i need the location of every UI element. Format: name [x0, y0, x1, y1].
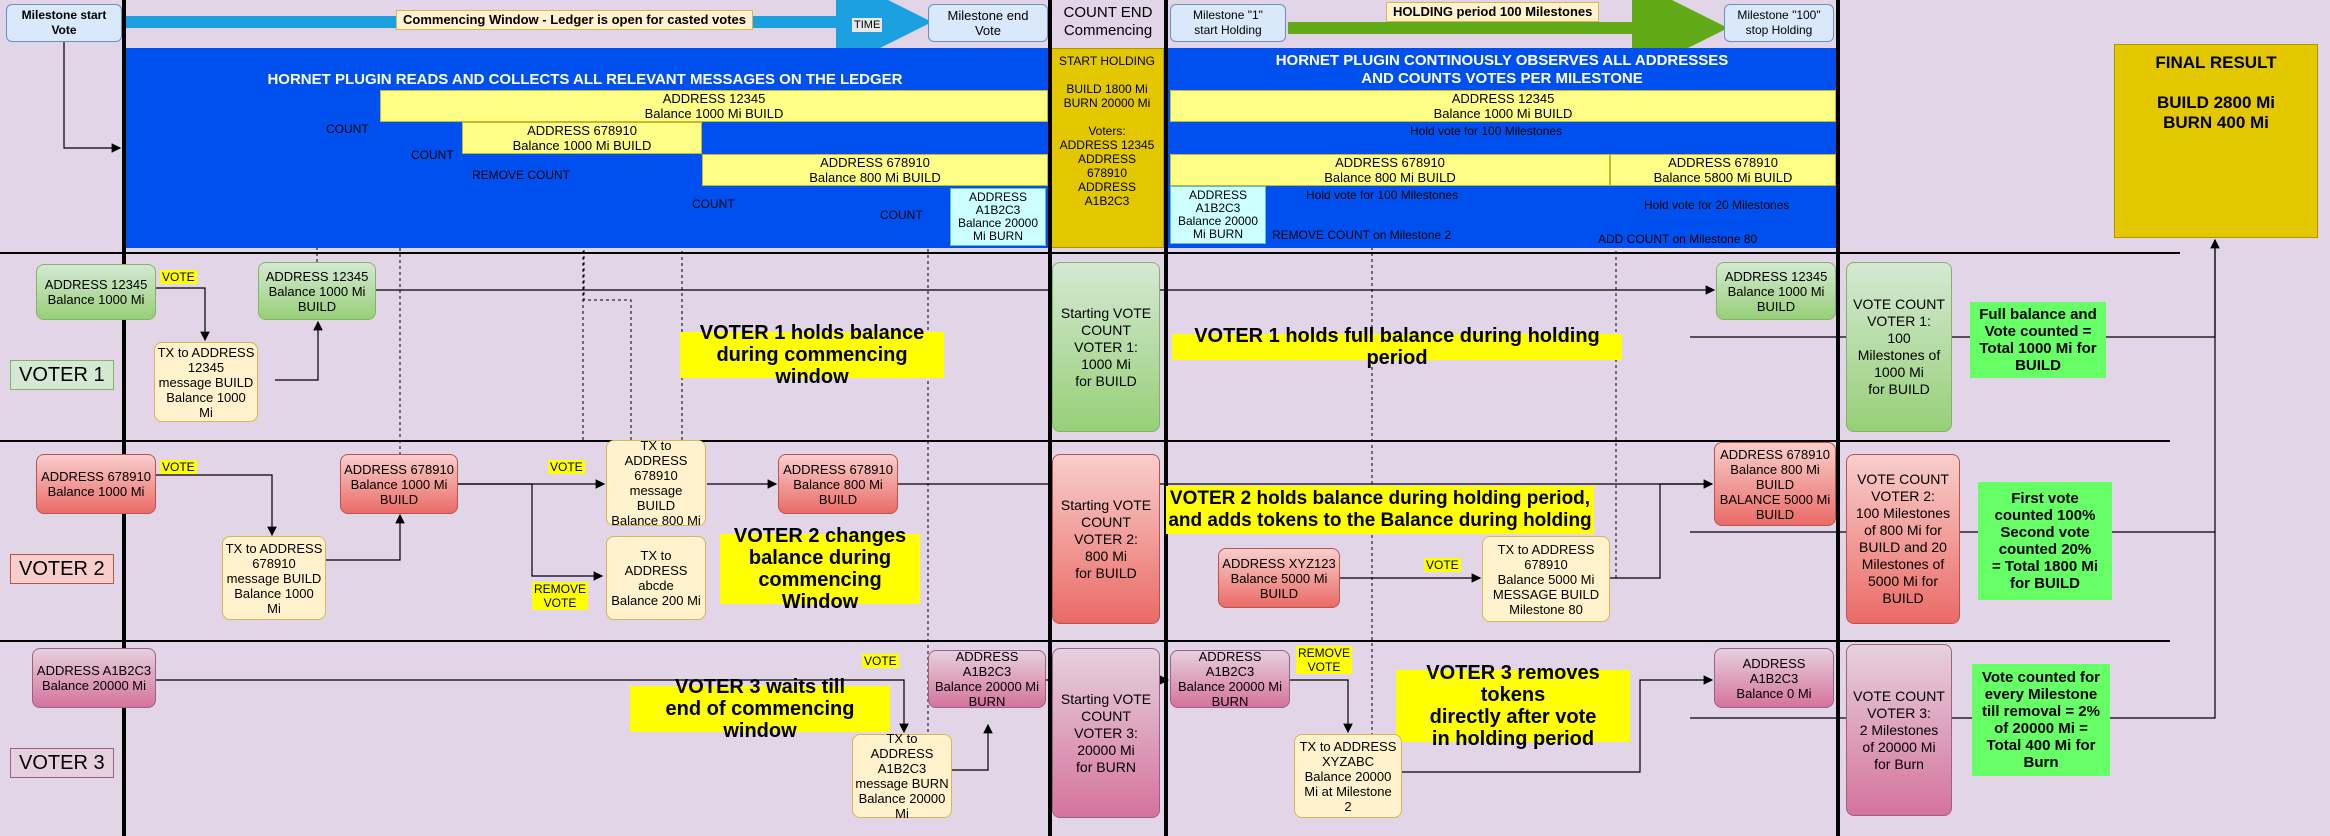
row-divider-2: [0, 440, 2170, 442]
voter2-address-800: ADDRESS 678910 Balance 800 Mi BUILD: [778, 454, 898, 514]
milestone-1-box: Milestone "1" start Holding: [1170, 4, 1286, 42]
remove-count-label: REMOVE COUNT: [472, 168, 571, 182]
milestone-start-box: Milestone start Vote: [6, 4, 122, 42]
milestone-start-line: [122, 0, 126, 836]
count-label-4: COUNT: [880, 208, 923, 222]
holding-address-678910-a: ADDRESS 678910 Balance 800 Mi BUILD: [1170, 154, 1610, 186]
voter1-result: Full balance and Vote counted = Total 10…: [1970, 302, 2106, 378]
count-label-2: COUNT: [411, 148, 454, 162]
voter1-start-count: Starting VOTE COUNT VOTER 1: 1000 Mi for…: [1052, 262, 1160, 432]
voter3-vote-count: VOTE COUNT VOTER 3: 2 Milestones of 2000…: [1846, 644, 1952, 816]
milestone-end-box: Milestone end Vote: [928, 4, 1048, 42]
start-holding-text: START HOLDING BUILD 1800 Mi BURN 20000 M…: [1058, 54, 1156, 208]
voter1-tx: TX to ADDRESS 12345 message BUILD Balanc…: [154, 342, 258, 422]
time-label: TIME: [852, 18, 883, 32]
ledger-address-678910-b: ADDRESS 678910 Balance 800 Mi BUILD: [702, 154, 1048, 186]
voter2-tx-abcde: TX to ADDRESS abcde Balance 200 Mi: [606, 536, 706, 620]
voter2-vote-tag-3: VOTE: [1424, 558, 1461, 572]
count-label-1: COUNT: [326, 122, 369, 136]
voter1-address: ADDRESS 12345 Balance 1000 Mi: [36, 264, 156, 320]
add-count-m80-label: ADD COUNT on Milestone 80: [1598, 232, 1758, 246]
voter-3-label: VOTER 3: [10, 748, 114, 778]
holding-address-a1b2c3: ADDRESS A1B2C3 Balance 20000 Mi BURN: [1170, 186, 1266, 244]
holding-address-12345: ADDRESS 12345 Balance 1000 Mi BUILD: [1170, 90, 1836, 122]
holding-address-678910-b: ADDRESS 678910 Balance 5800 Mi BUILD: [1610, 154, 1836, 186]
ledger-address-678910-a: ADDRESS 678910 Balance 1000 Mi BUILD: [462, 122, 702, 154]
voter2-remove-vote-tag: REMOVE VOTE: [532, 582, 589, 610]
voter3-address-burn: ADDRESS A1B2C3 Balance 20000 Mi BURN: [928, 649, 1046, 709]
holding-period-label: HOLDING period 100 Milestones: [1386, 2, 1600, 22]
ledger-area-right: [1166, 48, 1838, 248]
milestone-100-line: [1836, 0, 1840, 836]
voter2-address-end: ADDRESS 678910 Balance 800 Mi BUILD BALA…: [1714, 442, 1836, 526]
voter2-vote-tag-2: VOTE: [548, 460, 585, 474]
voter3-tx-xyzabc: TX to ADDRESS XYZABC Balance 20000 Mi at…: [1294, 734, 1402, 818]
final-result-box: FINAL RESULT BUILD 2800 Mi BURN 400 Mi: [2114, 44, 2318, 238]
milestone-100-box: Milestone "100" stop Holding: [1724, 4, 1834, 42]
row-divider-1: [0, 252, 2180, 254]
voter2-holding-note: VOTER 2 holds balance during holding per…: [1166, 486, 1594, 534]
voter2-vote-count: VOTE COUNT VOTER 2: 100 Milestones of 80…: [1846, 454, 1960, 624]
voter3-address-holding: ADDRESS A1B2C3 Balance 20000 Mi BURN: [1170, 649, 1290, 709]
voter2-tx-5000: TX to ADDRESS 678910 Balance 5000 Mi MES…: [1482, 536, 1610, 622]
voter2-tx: TX to ADDRESS 678910 message BUILD Balan…: [222, 536, 326, 620]
voter3-remove-vote-tag: REMOVE VOTE: [1296, 646, 1353, 674]
voter2-commencing-note: VOTER 2 changes balance during commencin…: [720, 525, 920, 613]
hold-20-label: Hold vote for 20 Milestones: [1644, 198, 1790, 212]
start-holding-panel: [1050, 48, 1164, 248]
voter3-holding-note: VOTER 3 removes tokens directly after vo…: [1396, 662, 1630, 750]
row-divider-3: [0, 640, 2170, 642]
ledger-title-left: HORNET PLUGIN READS AND COLLECTS ALL REL…: [267, 70, 903, 88]
remove-count-m2-label: REMOVE COUNT on Milestone 2: [1272, 228, 1452, 242]
voter1-vote-count: VOTE COUNT VOTER 1: 100 Milestones of 10…: [1846, 262, 1952, 432]
voter2-xyz-address: ADDRESS XYZ123 Balance 5000 Mi BUILD: [1218, 548, 1340, 608]
milestone-1-line: [1164, 0, 1168, 836]
voter1-holding-note: VOTER 1 holds full balance during holdin…: [1172, 325, 1622, 369]
voter2-vote-tag: VOTE: [160, 460, 197, 474]
voter3-vote-tag: VOTE: [862, 654, 899, 668]
voter2-address-build: ADDRESS 678910 Balance 1000 Mi BUILD: [340, 454, 458, 514]
voter2-address: ADDRESS 678910 Balance 1000 Mi: [36, 454, 156, 514]
voter2-result: First vote counted 100% Second vote coun…: [1978, 482, 2112, 600]
voter2-tx-build: TX to ADDRESS 678910 message BUILD Balan…: [606, 438, 706, 528]
voter-1-label: VOTER 1: [10, 360, 114, 390]
voter1-address-build: ADDRESS 12345 Balance 1000 Mi BUILD: [258, 262, 376, 320]
ledger-address-12345: ADDRESS 12345 Balance 1000 Mi BUILD: [380, 90, 1048, 122]
voter3-address-end: ADDRESS A1B2C3 Balance 0 Mi: [1714, 648, 1834, 708]
voter2-start-count: Starting VOTE COUNT VOTER 2: 800 Mi for …: [1052, 454, 1160, 624]
hold-100-label-a: Hold vote for 100 Milestones: [1410, 124, 1563, 138]
voter3-result: Vote counted for every Milestone till re…: [1972, 664, 2110, 776]
ledger-title-right: HORNET PLUGIN CONTINOUSLY OBSERVES ALL A…: [1275, 52, 1729, 87]
voter3-address: ADDRESS A1B2C3 Balance 20000 Mi: [32, 648, 156, 708]
ledger-address-a1b2c3: ADDRESS A1B2C3 Balance 20000 Mi BURN: [950, 188, 1046, 246]
count-end-label: COUNT END Commencing: [1063, 4, 1153, 39]
voter-2-label: VOTER 2: [10, 554, 114, 584]
voter3-start-count: Starting VOTE COUNT VOTER 3: 20000 Mi fo…: [1052, 648, 1160, 818]
voter1-vote-tag: VOTE: [160, 270, 197, 284]
voter3-tx: TX to ADDRESS A1B2C3 message BURN Balanc…: [852, 731, 952, 821]
milestone-end-line: [1048, 0, 1052, 836]
commencing-window-label: Commencing Window - Ledger is open for c…: [396, 10, 753, 30]
voter1-address-end: ADDRESS 12345 Balance 1000 Mi BUILD: [1716, 262, 1836, 320]
voter3-commencing-note: VOTER 3 waits till end of commencing win…: [630, 676, 890, 742]
hold-100-label-b: Hold vote for 100 Milestones: [1306, 188, 1459, 202]
count-label-3: COUNT: [692, 197, 735, 211]
voter1-commencing-note: VOTER 1 holds balance during commencing …: [680, 322, 944, 388]
